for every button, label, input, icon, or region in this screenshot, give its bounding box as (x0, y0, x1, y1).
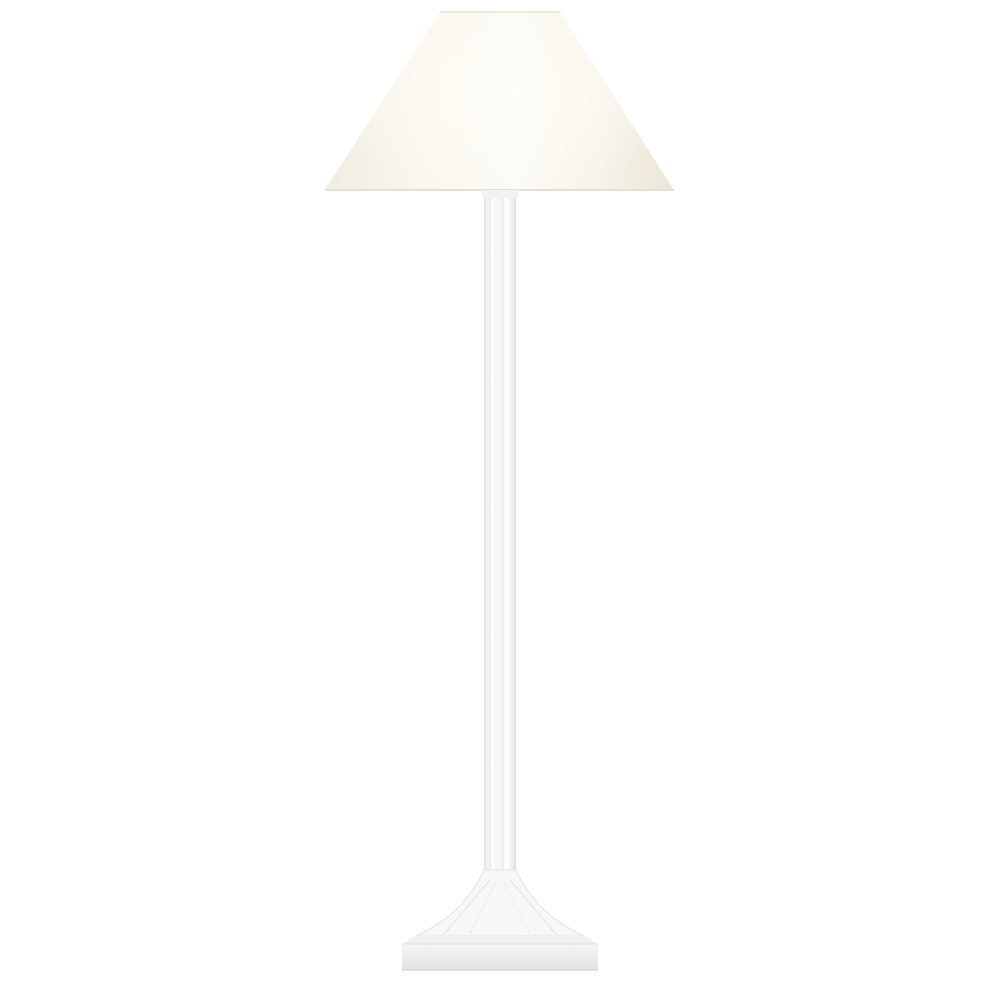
lamp-foot (415, 869, 585, 937)
lamp-column (482, 190, 518, 876)
lamp-base (402, 936, 598, 971)
lamp-shade (325, 11, 674, 191)
